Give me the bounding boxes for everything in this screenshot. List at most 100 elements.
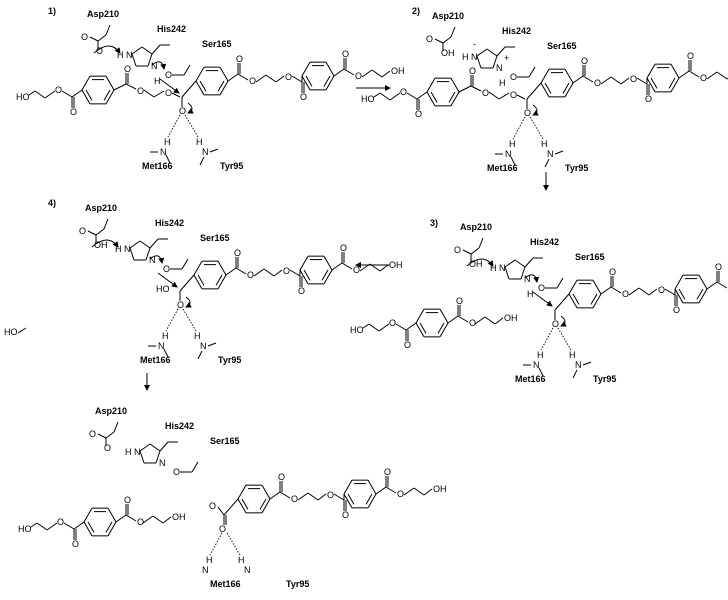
- oxygen-atom: O: [283, 266, 290, 276]
- bond: [237, 73, 249, 81]
- hydroxyl-group: OH: [391, 66, 405, 76]
- bond: [582, 361, 592, 366]
- tyr95-nitrogen: N: [202, 147, 209, 157]
- imidazole-bond: [514, 259, 526, 268]
- his242-label: His242: [530, 237, 559, 247]
- step-2-label: 2): [412, 6, 420, 16]
- oxygen-atom: O: [124, 64, 131, 74]
- oxygen-atom: O: [327, 490, 334, 500]
- oxygen-atom: O: [524, 108, 531, 118]
- asp210-label: Asp210: [432, 11, 464, 21]
- aromatic-double-bond: [323, 75, 331, 87]
- bond: [450, 26, 456, 38]
- met166-hydrogen: H: [164, 137, 171, 147]
- benzene-ring-bond: [343, 479, 353, 495]
- benzene-ring-bond: [261, 484, 271, 500]
- hydrogen-bond: [226, 532, 241, 556]
- oxygen-atom: O: [177, 300, 184, 310]
- tyr95-nitrogen: N: [547, 149, 554, 159]
- bond: [379, 92, 391, 101]
- oxygen-atom: O: [247, 270, 254, 280]
- asp210-label: Asp210: [87, 9, 119, 19]
- oxygen-atom: O: [469, 66, 476, 76]
- bond: [235, 267, 247, 275]
- ser165-label: Ser165: [210, 436, 240, 446]
- oxygen-atom: O: [630, 74, 637, 84]
- bond: [648, 288, 658, 296]
- bond: [179, 274, 195, 292]
- imidazole-bond: [147, 53, 153, 67]
- bond: [403, 487, 415, 496]
- aromatic-double-bond: [347, 493, 355, 505]
- step-4-label: 4): [48, 198, 56, 208]
- oxygen-atom: O: [234, 248, 241, 258]
- oxygen-atom: O: [300, 92, 307, 102]
- step-1-label: 1): [48, 6, 56, 16]
- bond: [87, 230, 97, 236]
- bond: [95, 228, 105, 236]
- aromatic-double-bond: [259, 498, 267, 510]
- met166-label: Met166: [210, 579, 241, 589]
- bond: [458, 85, 472, 93]
- bond: [71, 89, 83, 98]
- benzene-ring-bond: [83, 521, 93, 537]
- bond: [255, 74, 267, 83]
- benzene-ring-bond: [646, 63, 656, 79]
- imidazole-bond: [141, 46, 153, 55]
- aromatic-double-bond: [241, 498, 249, 510]
- his242-label: His242: [165, 421, 194, 431]
- tyr95-label: Tyr95: [220, 161, 243, 171]
- bond: [149, 238, 159, 249]
- oxygen-atom: O: [81, 32, 88, 42]
- aromatic-double-bond: [650, 77, 658, 89]
- oxygen-atom: O: [469, 318, 476, 328]
- bond: [163, 348, 169, 358]
- bond: [554, 150, 564, 155]
- hydrogen-bond: [182, 308, 197, 332]
- bond: [706, 281, 718, 290]
- electron-push-arrow: [159, 78, 180, 94]
- imidazole-bond: [476, 55, 482, 69]
- oxygen-atom: O: [165, 70, 172, 80]
- bond: [716, 281, 728, 289]
- met166-label: Met166: [515, 374, 546, 384]
- tyr95-nitrogen: N: [200, 341, 207, 351]
- oxygen-atom: O: [510, 90, 517, 100]
- oxygen-atom: O: [415, 109, 422, 119]
- hydroxyl-group: OH: [172, 512, 186, 522]
- oxygen-atom: O: [55, 85, 62, 95]
- bond: [442, 36, 452, 44]
- benzene-ring-bond: [646, 77, 656, 93]
- oxygen-atom: O: [79, 226, 86, 236]
- benzene-ring-bond: [301, 61, 311, 77]
- bond: [470, 85, 482, 92]
- benzene-ring-bond: [81, 75, 91, 91]
- benzene-ring-bond: [415, 308, 425, 324]
- bond: [115, 514, 127, 523]
- met166-label: Met166: [142, 161, 173, 171]
- oxygen-atom: O: [609, 267, 616, 277]
- bond: [706, 71, 718, 80]
- benzene-ring-bond: [564, 82, 574, 98]
- benzene-ring-bond: [540, 68, 550, 84]
- electron-push-arrow: [185, 296, 192, 308]
- oxygen-atom: O: [482, 88, 489, 98]
- oxygen-atom: O: [673, 305, 680, 315]
- benzene-ring-bond: [217, 260, 227, 276]
- bond: [582, 75, 594, 83]
- imidazole-bond: [504, 266, 510, 280]
- benzene-ring-bond: [568, 279, 578, 295]
- bond: [34, 90, 46, 99]
- ser165-label: Ser165: [202, 39, 232, 49]
- oxygen-atom: O: [687, 51, 694, 61]
- bond: [343, 68, 355, 76]
- bond: [217, 506, 225, 516]
- imidazole-hydrogen: H: [117, 50, 124, 60]
- bond: [162, 516, 172, 524]
- imidazole-nitrogen: N: [499, 263, 506, 273]
- bond: [153, 90, 165, 98]
- bond: [406, 92, 418, 100]
- oxygen-atom: O: [72, 539, 79, 549]
- bond: [113, 421, 119, 433]
- benzene-ring-bond: [107, 507, 117, 523]
